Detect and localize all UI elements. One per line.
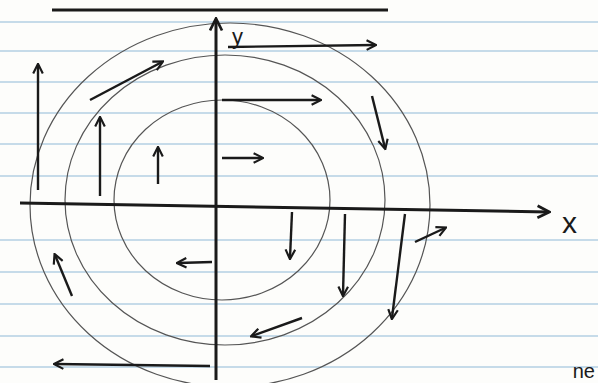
axis-label: y bbox=[232, 26, 243, 48]
ruled-lines bbox=[0, 22, 598, 367]
axis-label: ne bbox=[573, 361, 595, 381]
axis-label: x bbox=[562, 208, 577, 238]
axes bbox=[20, 20, 548, 380]
field-arrows bbox=[38, 45, 445, 366]
top-rule bbox=[52, 9, 388, 12]
